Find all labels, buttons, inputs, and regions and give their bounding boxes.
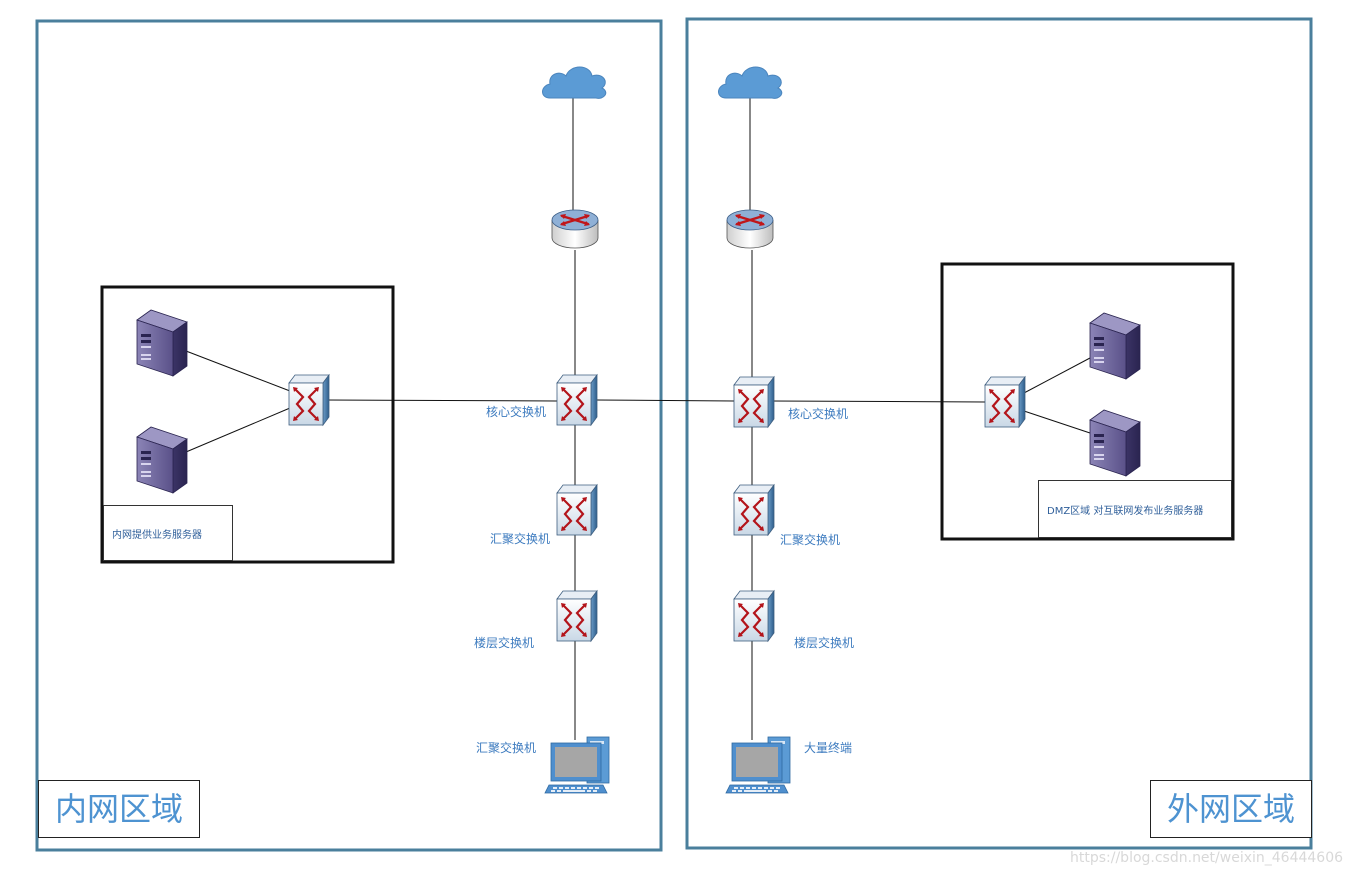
switch-icon bbox=[983, 375, 1027, 429]
outer-terminal-label: 大量终端 bbox=[804, 741, 853, 755]
server-icon bbox=[136, 426, 188, 494]
computer-icon bbox=[544, 736, 610, 794]
cloud-icon bbox=[542, 66, 607, 99]
inner-zone-border bbox=[35, 19, 663, 852]
inner-terminal-label: 汇聚交换机 bbox=[476, 741, 537, 755]
connection-lines bbox=[185, 98, 1091, 740]
switch-icon bbox=[732, 483, 776, 537]
inner-zone-title: 内网区域 bbox=[38, 780, 200, 838]
switch-icon bbox=[732, 589, 776, 643]
server-icon bbox=[1089, 409, 1141, 477]
switch-icon bbox=[287, 373, 331, 427]
switch-icon bbox=[555, 373, 599, 427]
computer-icon bbox=[725, 736, 791, 794]
switch-icon bbox=[555, 483, 599, 537]
inner-agg-switch-label: 汇聚交换机 bbox=[490, 532, 551, 546]
switch-icon bbox=[555, 589, 599, 643]
dmz-server-group-caption: DMZ区域 对互联网发布业务服务器 bbox=[1038, 480, 1232, 538]
router-icon bbox=[550, 208, 600, 250]
switch-icon bbox=[732, 375, 776, 429]
outer-core-switch-label: 核心交换机 bbox=[788, 407, 849, 421]
inner-floor-switch-label: 楼层交换机 bbox=[474, 636, 535, 650]
server-icon bbox=[136, 309, 188, 377]
outer-zone-border bbox=[685, 17, 1313, 850]
outer-zone-title: 外网区域 bbox=[1150, 780, 1312, 838]
router-icon bbox=[725, 208, 775, 250]
cloud-icon bbox=[718, 66, 783, 99]
watermark: https://blog.csdn.net/weixin_46444606 bbox=[1070, 850, 1344, 866]
server-icon bbox=[1089, 312, 1141, 380]
outer-floor-switch-label: 楼层交换机 bbox=[794, 636, 855, 650]
outer-agg-switch-label: 汇聚交换机 bbox=[780, 533, 841, 547]
inner-server-group-caption: 内网提供业务服务器 bbox=[103, 505, 233, 561]
inner-core-switch-label: 核心交换机 bbox=[486, 405, 547, 419]
inner-server-group-box bbox=[100, 285, 395, 564]
